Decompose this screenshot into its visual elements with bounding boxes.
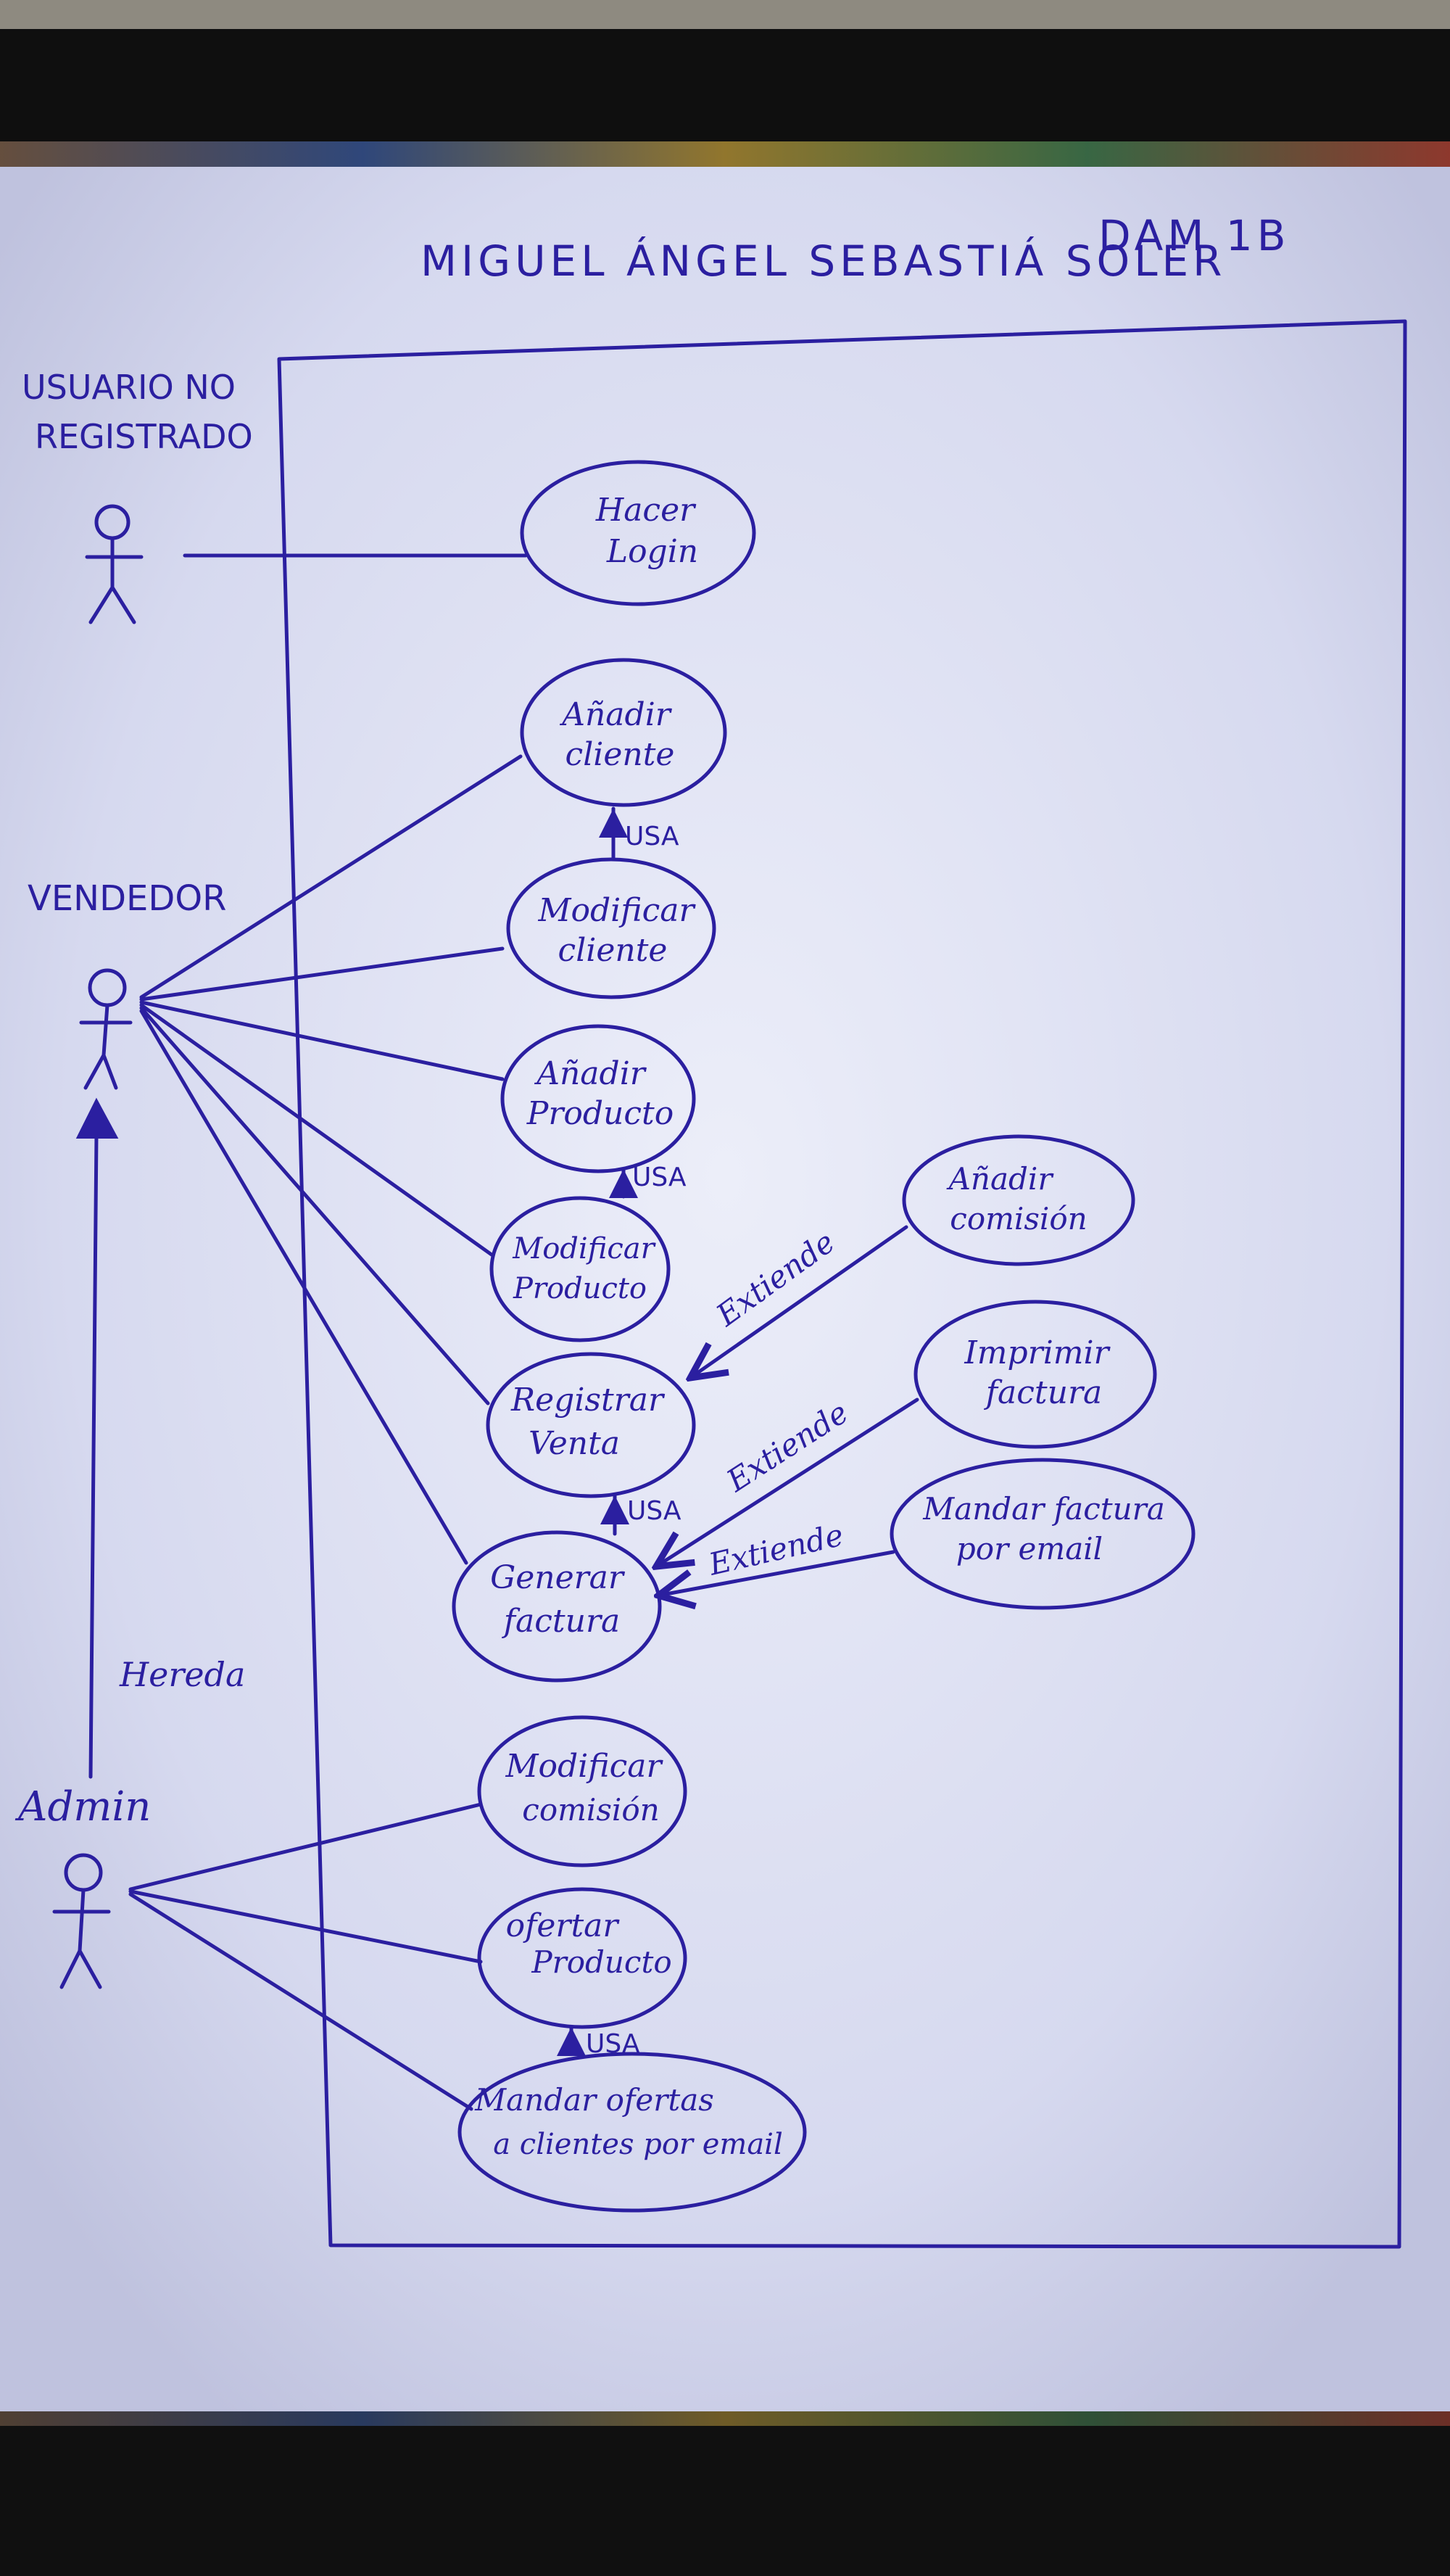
- extiende-arrow-imprimir: [656, 1398, 919, 1566]
- use-case-anadir-comision: [902, 1134, 1135, 1266]
- actor-usuario-no-registrado-figure: [85, 504, 144, 624]
- uc-label-generar-factura-2: factura: [502, 1603, 620, 1640]
- uc-label-ofertar-producto-2: Producto: [531, 1944, 671, 1980]
- usa-label-venta: USA: [627, 1496, 682, 1526]
- use-case-modificar-producto: [489, 1196, 671, 1342]
- actor-vendedor-figure: [79, 968, 133, 1090]
- use-case-anadir-producto: [500, 1024, 696, 1173]
- colored-strip-top: [0, 141, 1450, 170]
- uc-label-anadir-producto-1: Añadir: [534, 1055, 647, 1092]
- uc-label-mandar-ofertas-2: a clientes por email: [493, 2128, 783, 2161]
- uc-label-mandar-factura-1: Mandar factura: [922, 1491, 1165, 1527]
- inheritance-label: Hereda: [119, 1655, 245, 1694]
- inheritance-line: [88, 1133, 99, 1779]
- system-boundary: [277, 319, 1407, 2249]
- actor-usuario-label-line2: REGISTRADO: [35, 417, 253, 456]
- use-case-imprimir-factura: [914, 1300, 1157, 1449]
- uc-label-modificar-cliente-1: Modificar: [537, 892, 696, 929]
- extiende-arrow-email: [658, 1550, 895, 1595]
- uc-label-modificar-cliente-2: cliente: [558, 932, 668, 969]
- uc-label-generar-factura-1: Generar: [490, 1559, 626, 1596]
- header-title: MIGUEL ÁNGEL SEBASTIÁ SOLER: [420, 236, 1226, 286]
- uc-label-ofertar-producto-1: ofertar: [506, 1907, 621, 1944]
- extiende-arrow-comision: [690, 1225, 908, 1378]
- actor-admin-figure: [52, 1853, 111, 1989]
- uc-label-anadir-comision-2: comisión: [950, 1201, 1087, 1237]
- uc-label-registrar-venta-1: Registrar: [510, 1382, 666, 1419]
- uc-label-modificar-producto-1: Modificar: [512, 1232, 656, 1266]
- uc-label-imprimir-factura-1: Imprimir: [964, 1334, 1111, 1371]
- use-case-mandar-ofertas: [457, 2052, 807, 2213]
- use-case-hacer-login: [520, 460, 756, 606]
- associations: [128, 553, 528, 2111]
- uc-label-modificar-comision-1: Modificar: [505, 1748, 663, 1785]
- actor-usuario-label-line1: USUARIO NO: [22, 368, 236, 407]
- usa-label-ofertas: USA: [586, 2029, 640, 2059]
- uc-label-mandar-ofertas-1: Mandar ofertas: [474, 2082, 714, 2118]
- use-case-modificar-comision: [477, 1715, 687, 1867]
- uc-label-anadir-producto-2: Producto: [526, 1095, 674, 1132]
- uc-label-registrar-venta-2: Venta: [529, 1425, 620, 1462]
- actor-admin-label: Admin: [14, 1783, 151, 1830]
- uc-label-hacer-login-2: Login: [606, 533, 698, 570]
- uc-label-imprimir-factura-2: factura: [984, 1374, 1102, 1411]
- uc-label-modificar-producto-2: Producto: [513, 1272, 647, 1305]
- uc-label-anadir-cliente-1: Añadir: [559, 696, 673, 733]
- usa-label-cliente: USA: [625, 822, 679, 851]
- use-case-mandar-factura-email: [890, 1458, 1196, 1610]
- use-case-anadir-cliente: [520, 658, 727, 807]
- usa-label-producto: USA: [632, 1163, 687, 1192]
- uc-label-anadir-comision-1: Añadir: [946, 1161, 1055, 1197]
- use-case-registrar-venta: [486, 1352, 696, 1498]
- header-group: DAM 1B: [1098, 211, 1290, 260]
- uc-label-anadir-cliente-2: cliente: [566, 736, 675, 773]
- uc-label-hacer-login-1: Hacer: [595, 492, 697, 529]
- bottom-dark-area: [0, 2426, 1450, 2576]
- use-case-modificar-cliente: [506, 857, 716, 999]
- inheritance-arrowhead: [75, 1097, 119, 1139]
- actor-vendedor-label: VENDEDOR: [28, 878, 226, 919]
- paper-sheet: [0, 167, 1450, 2411]
- uc-label-modificar-comision-2: comisión: [522, 1792, 659, 1828]
- uc-label-mandar-factura-2: por email: [956, 1531, 1103, 1566]
- top-wall-area: [0, 0, 1450, 29]
